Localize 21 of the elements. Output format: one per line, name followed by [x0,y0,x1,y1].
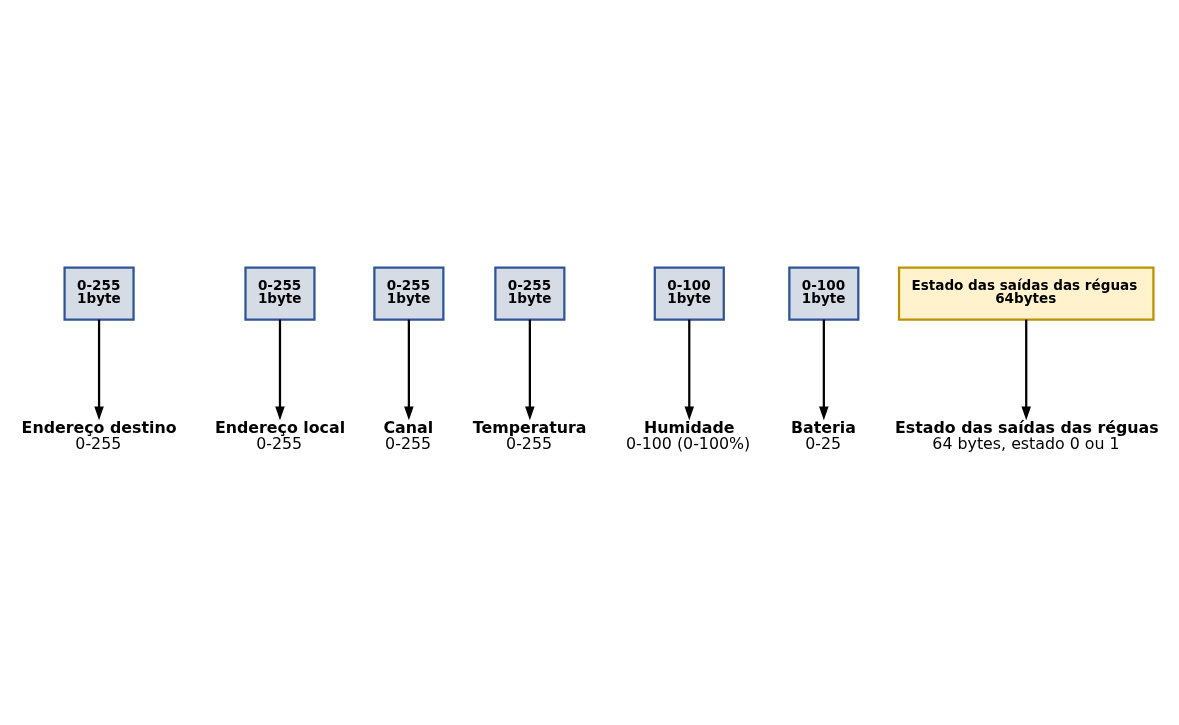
arrow [275,319,285,421]
node-text: Endereço local 0-255 [214,417,346,453]
node-box: 0-255 1byte [494,266,566,321]
node-text: Temperatura 0-255 [472,417,587,453]
node-text: Bateria 0-25 [791,417,856,453]
node-box: 0-255 1byte [63,266,135,321]
node-box: 0-100 1byte [653,266,725,321]
node-text: Endereço destino 0-255 [21,417,177,453]
node-box: 0-255 1byte [244,266,316,321]
node-box: 0-100 1byte [788,266,860,321]
arrow [525,319,535,421]
node-box: 0-255 1byte [373,266,445,321]
arrow [1021,319,1031,421]
arrow [819,319,829,421]
node-text: Humidade 0-100 (0-100%) [625,417,751,453]
node-box: Estado das saídas das réguas 64bytes [897,266,1155,321]
node-text: Canal 0-255 [383,417,434,453]
arrow [94,319,104,421]
arrow [404,319,414,421]
arrow [684,319,695,421]
node-text: Estado das saídas das réguas 64 bytes, estado 0 ou 1 [895,417,1159,453]
